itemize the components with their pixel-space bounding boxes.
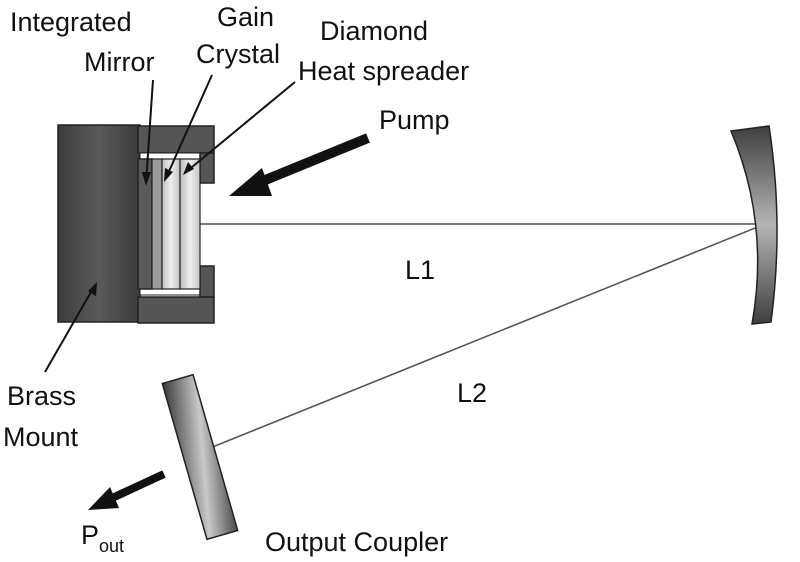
diamond-heat-spreader xyxy=(179,158,201,290)
pointer-gain-crystal-head xyxy=(164,168,173,182)
label-diamond-line1: Diamond xyxy=(320,16,428,46)
output-coupler xyxy=(161,373,239,541)
label-l2: L2 xyxy=(457,378,487,408)
pump-arrow xyxy=(229,133,370,196)
pointer-diamond-head xyxy=(183,162,194,175)
pointer-brass-mount-head xyxy=(88,282,97,296)
integrated-mirror xyxy=(151,158,163,290)
label-l1: L1 xyxy=(405,255,435,285)
pointer-diamond xyxy=(185,81,296,173)
label-pout: Pout xyxy=(81,520,124,556)
label-pout-sub: out xyxy=(99,536,124,556)
label-pump: Pump xyxy=(379,105,450,135)
label-brass-mount-line1: Brass xyxy=(7,381,76,411)
label-output-coupler: Output Coupler xyxy=(265,527,448,557)
pointer-gain-crystal xyxy=(165,74,213,179)
output-arrow xyxy=(88,470,166,510)
label-integrated-mirror-line2: Mirror xyxy=(84,47,154,77)
label-integrated-mirror-line1: Integrated xyxy=(10,7,132,37)
folding-mirror xyxy=(729,125,778,325)
pointer-integrated-mirror-head xyxy=(142,172,151,186)
label-pout-main: P xyxy=(81,520,99,550)
pointer-integrated-mirror xyxy=(145,79,154,184)
label-gain-crystal-line2: Crystal xyxy=(196,39,280,69)
pointer-brass-mount xyxy=(44,284,96,373)
beam-l2 xyxy=(209,223,766,449)
brass-mount xyxy=(57,124,215,324)
label-brass-mount-line2: Mount xyxy=(3,422,79,452)
label-diamond-line2: Heat spreader xyxy=(298,56,469,86)
label-gain-crystal-line1: Gain xyxy=(217,2,274,32)
